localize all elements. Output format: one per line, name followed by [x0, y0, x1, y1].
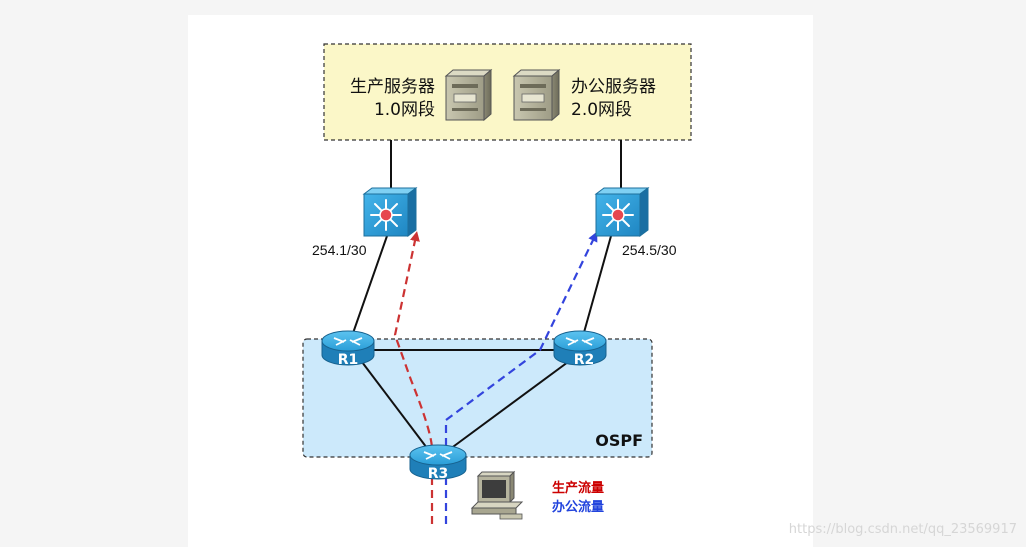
- layer3-switch-icon: [362, 187, 418, 237]
- server-icon: [444, 68, 493, 122]
- ospf-zone: [302, 338, 653, 458]
- router-icon: [321, 330, 375, 366]
- office-server-segment: 2.0网段: [571, 100, 632, 120]
- right-switch-ip: 254.5/30: [622, 242, 677, 258]
- server-icon: [512, 68, 561, 122]
- link-r2-r3: [445, 361, 569, 453]
- server-zone: [323, 43, 692, 141]
- left-switch-ip: 254.1/30: [312, 242, 367, 258]
- office-server-name: 办公服务器: [571, 77, 656, 97]
- router-icon: [553, 330, 607, 366]
- physical-links: [351, 140, 622, 453]
- legend-office-traffic: 办公流量: [552, 499, 604, 515]
- router-icon: [409, 444, 467, 480]
- link-r1-r3: [361, 361, 431, 453]
- link-left-switch-r1: [351, 235, 388, 337]
- router-r1-label: R1: [338, 352, 359, 368]
- layer3-switch-icon: [594, 187, 650, 237]
- production-server-name: 生产服务器: [350, 77, 435, 97]
- production-flow-path: [393, 231, 434, 524]
- legend-production-traffic: 生产流量: [552, 480, 604, 496]
- pc-icon: [470, 470, 524, 520]
- ospf-area-label: OSPF: [595, 431, 643, 450]
- router-r3-label: R3: [428, 466, 449, 482]
- link-right-switch-r2: [582, 235, 612, 337]
- production-server-segment: 1.0网段: [374, 100, 435, 120]
- watermark: https://blog.csdn.net/qq_23569917: [789, 522, 1017, 537]
- router-r2-label: R2: [574, 352, 595, 368]
